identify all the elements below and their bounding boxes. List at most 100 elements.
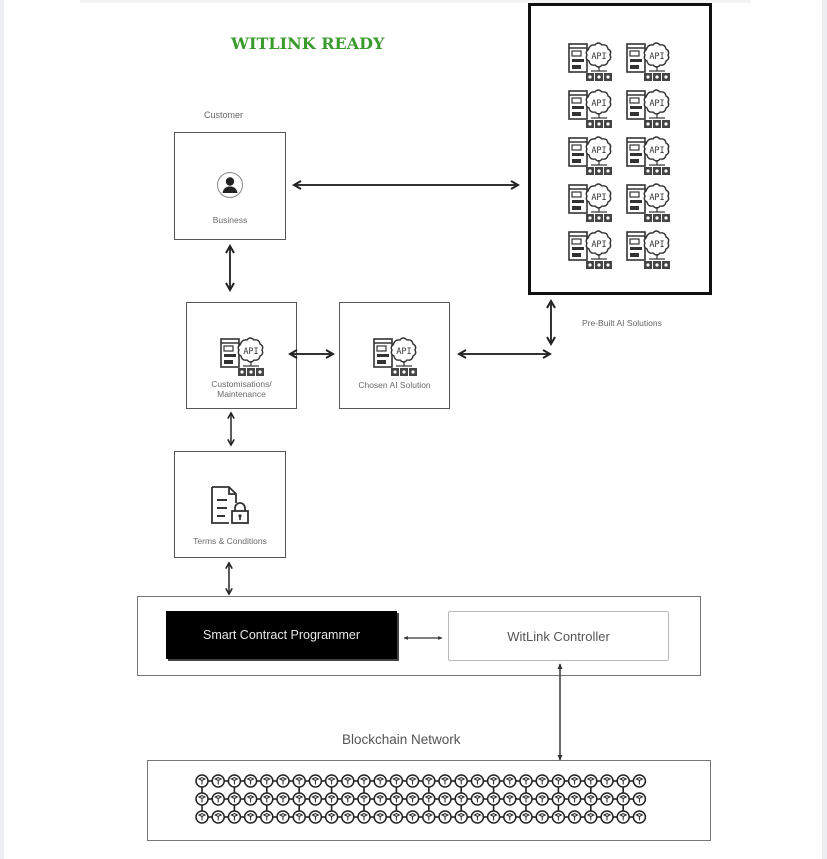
chosen-ai-solution-node: API Chosen AI Solution xyxy=(339,302,450,409)
svg-text:API: API xyxy=(591,52,606,62)
blockchain-node-icon xyxy=(260,792,274,806)
blockchain-node-icon xyxy=(535,810,549,824)
api-icon: API xyxy=(567,40,613,84)
blockchain-title: Blockchain Network xyxy=(342,732,461,747)
svg-text:API: API xyxy=(591,99,606,109)
blockchain-node-icon xyxy=(341,792,355,806)
blockchain-node-icon xyxy=(438,792,452,806)
blockchain-node-icon xyxy=(405,774,420,788)
api-icon: API xyxy=(372,335,418,384)
blockchain-node-icon xyxy=(616,774,630,788)
blockchain-node-icon xyxy=(211,774,225,788)
blockchain-node-icon xyxy=(632,774,647,788)
blockchain-node-icon xyxy=(535,792,549,806)
blockchain-node-icon xyxy=(616,810,630,824)
blockchain-node-icon xyxy=(551,774,566,788)
blockchain-node-icon xyxy=(243,774,258,788)
document-lock-icon xyxy=(211,486,249,524)
blockchain-node-icon xyxy=(584,774,598,788)
blockchain-node-icon xyxy=(195,774,209,788)
blockchain-node-icon xyxy=(616,792,630,806)
svg-text:API: API xyxy=(649,193,664,203)
blockchain-node-icon xyxy=(632,792,647,806)
blockchain-node-icon xyxy=(567,774,582,788)
blockchain-network-box xyxy=(147,760,711,841)
blockchain-node-icon xyxy=(324,792,339,806)
svg-text:API: API xyxy=(649,99,664,109)
svg-text:API: API xyxy=(649,52,664,62)
blockchain-node-icon xyxy=(600,774,614,788)
blockchain-node-icon xyxy=(292,810,306,824)
business-caption: Business xyxy=(212,215,248,225)
business-node: Business xyxy=(174,132,286,240)
blockchain-node-icon xyxy=(324,810,339,824)
blockchain-node-icon xyxy=(519,810,533,824)
blockchain-node-icon xyxy=(535,774,549,788)
svg-text:API: API xyxy=(591,193,606,203)
api-icon: API xyxy=(625,134,671,178)
blockchain-node-icon xyxy=(454,792,468,806)
terms-node: Terms & Conditions xyxy=(174,451,286,558)
blockchain-node-icon xyxy=(341,810,355,824)
blockchain-node-icon xyxy=(470,774,485,788)
blockchain-node-icon xyxy=(470,792,485,806)
blockchain-node-icon xyxy=(292,774,306,788)
blockchain-node-icon xyxy=(567,810,582,824)
api-icon-grid: API API API API API API API API API API xyxy=(567,40,671,272)
api-icon: API xyxy=(625,181,671,225)
blockchain-node-icon xyxy=(584,810,598,824)
pre-built-ai-solutions-panel: API API API API API API API API API API xyxy=(528,3,712,295)
svg-text:API: API xyxy=(649,240,664,250)
blockchain-node-icon xyxy=(584,792,598,806)
witlink-controller: WitLink Controller xyxy=(448,611,669,661)
svg-text:API: API xyxy=(591,240,606,250)
blockchain-node-icon xyxy=(454,810,468,824)
person-circle-icon xyxy=(217,172,243,198)
blockchain-node-icon xyxy=(389,810,404,824)
api-icon: API xyxy=(625,40,671,84)
blockchain-node-icon xyxy=(422,792,436,806)
blockchain-node-icon xyxy=(486,792,501,806)
api-icon: API xyxy=(625,87,671,131)
blockchain-node-icon xyxy=(373,774,387,788)
blockchain-node-icon xyxy=(389,792,404,806)
customisation-caption-line2: Maintenance xyxy=(217,389,266,399)
pre-built-label: Pre-Built AI Solutions xyxy=(582,318,662,328)
blockchain-node-icon xyxy=(438,810,452,824)
page-edge-right xyxy=(822,0,827,859)
blockchain-node-icon xyxy=(632,810,647,824)
terms-caption: Terms & Conditions xyxy=(193,536,267,546)
page-edge-left xyxy=(0,0,4,859)
blockchain-node-icon xyxy=(551,810,566,824)
blockchain-node-icon xyxy=(422,774,436,788)
customisation-node: API Customisations/ Maintenance xyxy=(186,302,297,409)
blockchain-node-icon xyxy=(227,792,242,806)
blockchain-node-icon xyxy=(227,774,242,788)
blockchain-node-icon xyxy=(211,792,225,806)
blockchain-node-icon xyxy=(470,810,485,824)
svg-text:API: API xyxy=(591,146,606,156)
api-icon: API xyxy=(567,181,613,225)
blockchain-node-icon xyxy=(195,810,209,824)
blockchain-node-icon xyxy=(357,774,371,788)
blockchain-node-icon xyxy=(503,810,517,824)
blockchain-node-icon xyxy=(454,774,468,788)
blockchain-node-icon xyxy=(405,810,420,824)
blockchain-node-icon xyxy=(373,792,387,806)
blockchain-node-icon xyxy=(373,810,387,824)
blockchain-node-icon xyxy=(292,792,306,806)
blockchain-node-icon xyxy=(422,810,436,824)
smart-contract-programmer: Smart Contract Programmer xyxy=(166,611,397,659)
blockchain-node-icon xyxy=(503,792,517,806)
blockchain-node-icon xyxy=(438,774,452,788)
blockchain-node-icon xyxy=(357,810,371,824)
api-icon: API xyxy=(625,228,671,272)
blockchain-node-icon xyxy=(486,774,501,788)
blockchain-node-icon xyxy=(243,810,258,824)
blockchain-node-icon xyxy=(519,774,533,788)
blockchain-node-icon xyxy=(405,792,420,806)
blockchain-node-icon xyxy=(260,810,274,824)
blockchain-node-icon xyxy=(486,810,501,824)
blockchain-node-icon xyxy=(324,774,339,788)
page-edge-top xyxy=(80,0,750,3)
